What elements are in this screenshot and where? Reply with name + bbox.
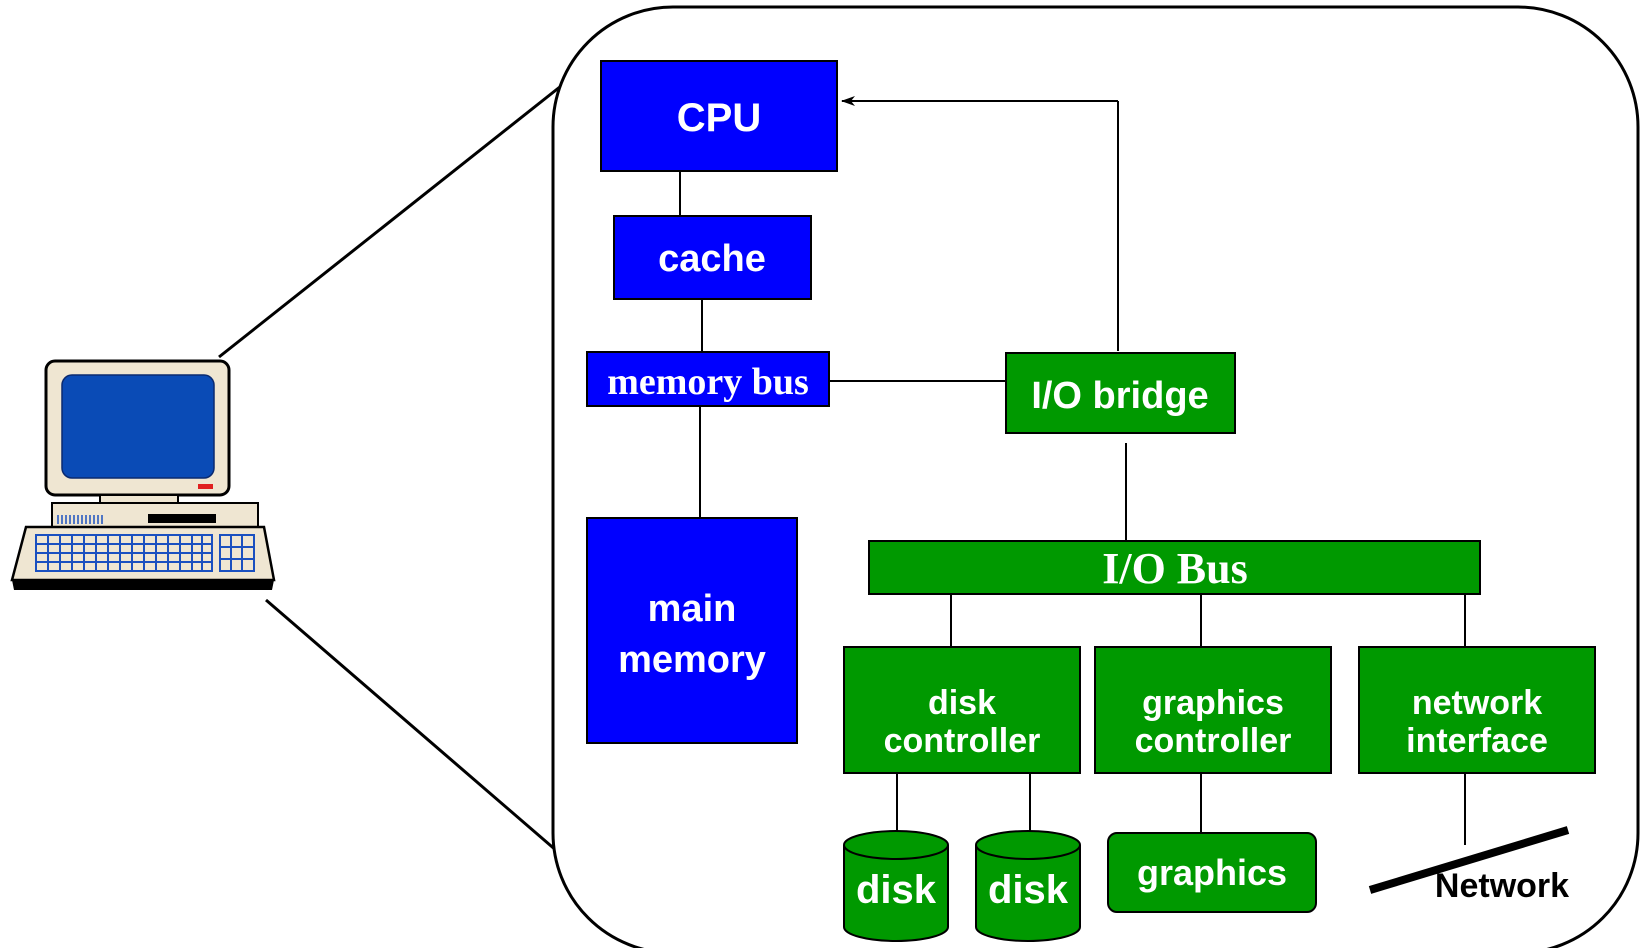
disk-cylinder-1: disk	[843, 830, 949, 942]
zoom-line-bottom	[265, 598, 566, 860]
main-memory-box	[586, 517, 798, 744]
disk-controller-label-line1: disk	[928, 684, 996, 722]
disk-label-2: disk	[988, 868, 1069, 912]
io-bridge-label: I/O bridge	[1031, 375, 1208, 417]
main-memory-label-line1: main	[648, 588, 737, 630]
memory-bus-box	[586, 351, 830, 407]
connection-wires	[679, 96, 1466, 845]
graphics-label: graphics	[1137, 852, 1287, 893]
main-memory-label-line2: memory	[618, 639, 766, 681]
zoom-line-top	[218, 69, 581, 359]
cache-label: cache	[658, 238, 766, 280]
cache-box	[613, 215, 812, 300]
io-bridge-box	[1005, 352, 1236, 434]
io-bus-label: I/O Bus	[1102, 544, 1248, 593]
cpu-box	[600, 60, 838, 172]
disk-controller-label-line2: controller	[884, 722, 1041, 760]
graphics-controller-label-line1: graphics	[1142, 684, 1284, 722]
network-interface-label-line1: network	[1412, 684, 1542, 722]
graphics-controller-box	[1094, 646, 1332, 774]
memory-bus-label: memory bus	[607, 361, 809, 403]
graphics-box	[1107, 832, 1317, 913]
network-label: Network	[1435, 867, 1569, 905]
disk-cylinder-2: disk	[975, 830, 1081, 942]
network-interface-box	[1358, 646, 1596, 774]
power-led	[198, 484, 213, 489]
network-interface-label-line2: interface	[1406, 722, 1548, 760]
io-bus-box	[868, 540, 1481, 595]
desktop-computer-icon	[10, 359, 276, 590]
disk-label-1: disk	[856, 868, 937, 912]
cpu-label: CPU	[677, 96, 761, 140]
monitor-screen	[61, 374, 215, 479]
disk-controller-box	[843, 646, 1081, 774]
graphics-controller-label-line2: controller	[1135, 722, 1292, 760]
network-line	[1368, 826, 1570, 894]
